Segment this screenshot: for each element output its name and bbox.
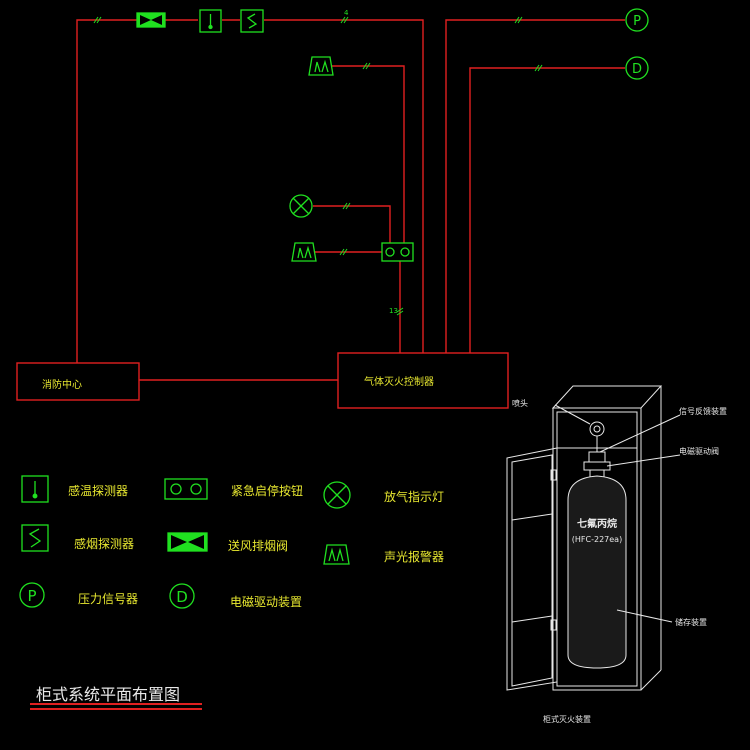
legend-label-heat-detector: 感温探测器 [68,484,129,498]
legend-sound-light-alarm-icon [323,544,350,565]
legend-heat-detector-icon [21,475,49,503]
storage-device-label: 储存装置 [675,618,707,627]
fire-center-label: 消防中心 [42,380,82,391]
sound-light-alarm-icon [308,56,334,76]
legend-label-solenoid-driver: 电磁驱动装置 [230,595,303,609]
legend-pressure-letter: P [27,587,36,605]
tank-label-line1: 七氟丙烷 [577,517,617,530]
smoke-detector-icon [240,9,264,33]
controller-feed-wire-count: 13 [389,307,398,315]
legend-exhaust-valve-icon [167,532,208,552]
solenoid-driver-icon [625,56,649,80]
legend-solenoid-driver-icon [169,583,195,609]
tank-label-line2: (HFC-227ea) [572,535,622,544]
emergency-button-icon [381,242,414,262]
fire-center-box [16,362,140,401]
controller-box [337,352,509,409]
pressure-switch-icon [625,8,649,32]
controller-label: 气体灭火控制器 [364,377,434,388]
title-underline [30,703,202,705]
wiring [16,19,625,409]
legend-pressure-switch-icon [19,582,45,608]
top-run-wire-count: 4 [344,9,349,17]
heat-detector-icon [199,9,222,33]
nozzle-icon [589,421,605,437]
legend-solenoid-letter: D [176,588,188,606]
pressure-terminal-letter: P [633,14,641,29]
release-lamp-icon [289,194,313,218]
solenoid-terminal-letter: D [632,62,642,77]
cabinet-drawing [506,385,681,691]
legend-label-pressure-switch: 压力信号器 [78,592,139,606]
legend-label-exhaust-valve: 送风排烟阀 [228,539,289,553]
legend-label-release-lamp: 放气指示灯 [384,490,445,504]
cabinet-caption: 柜式灭火装置 [543,715,591,724]
page-title: 柜式系统平面布置图 [36,685,181,704]
legend-label-emergency-button: 紧急启停按钮 [231,484,304,498]
legend-label-smoke-detector: 感烟探测器 [74,537,135,551]
legend-smoke-detector-icon [21,524,49,552]
title-underline [30,708,202,710]
feedback-device-label: 信号反馈装置 [679,407,727,416]
wire-ticks [93,16,543,316]
sound-light-alarm-icon [291,242,317,262]
exhaust-valve-icon [136,12,166,28]
legend-release-lamp-icon [323,481,351,509]
legend-label-sound-light-alarm: 声光报警器 [384,550,445,564]
nozzle-label: 喷头 [512,399,528,408]
solenoid-valve-label: 电磁驱动阀 [679,447,719,456]
legend-emergency-button-icon [164,478,208,500]
